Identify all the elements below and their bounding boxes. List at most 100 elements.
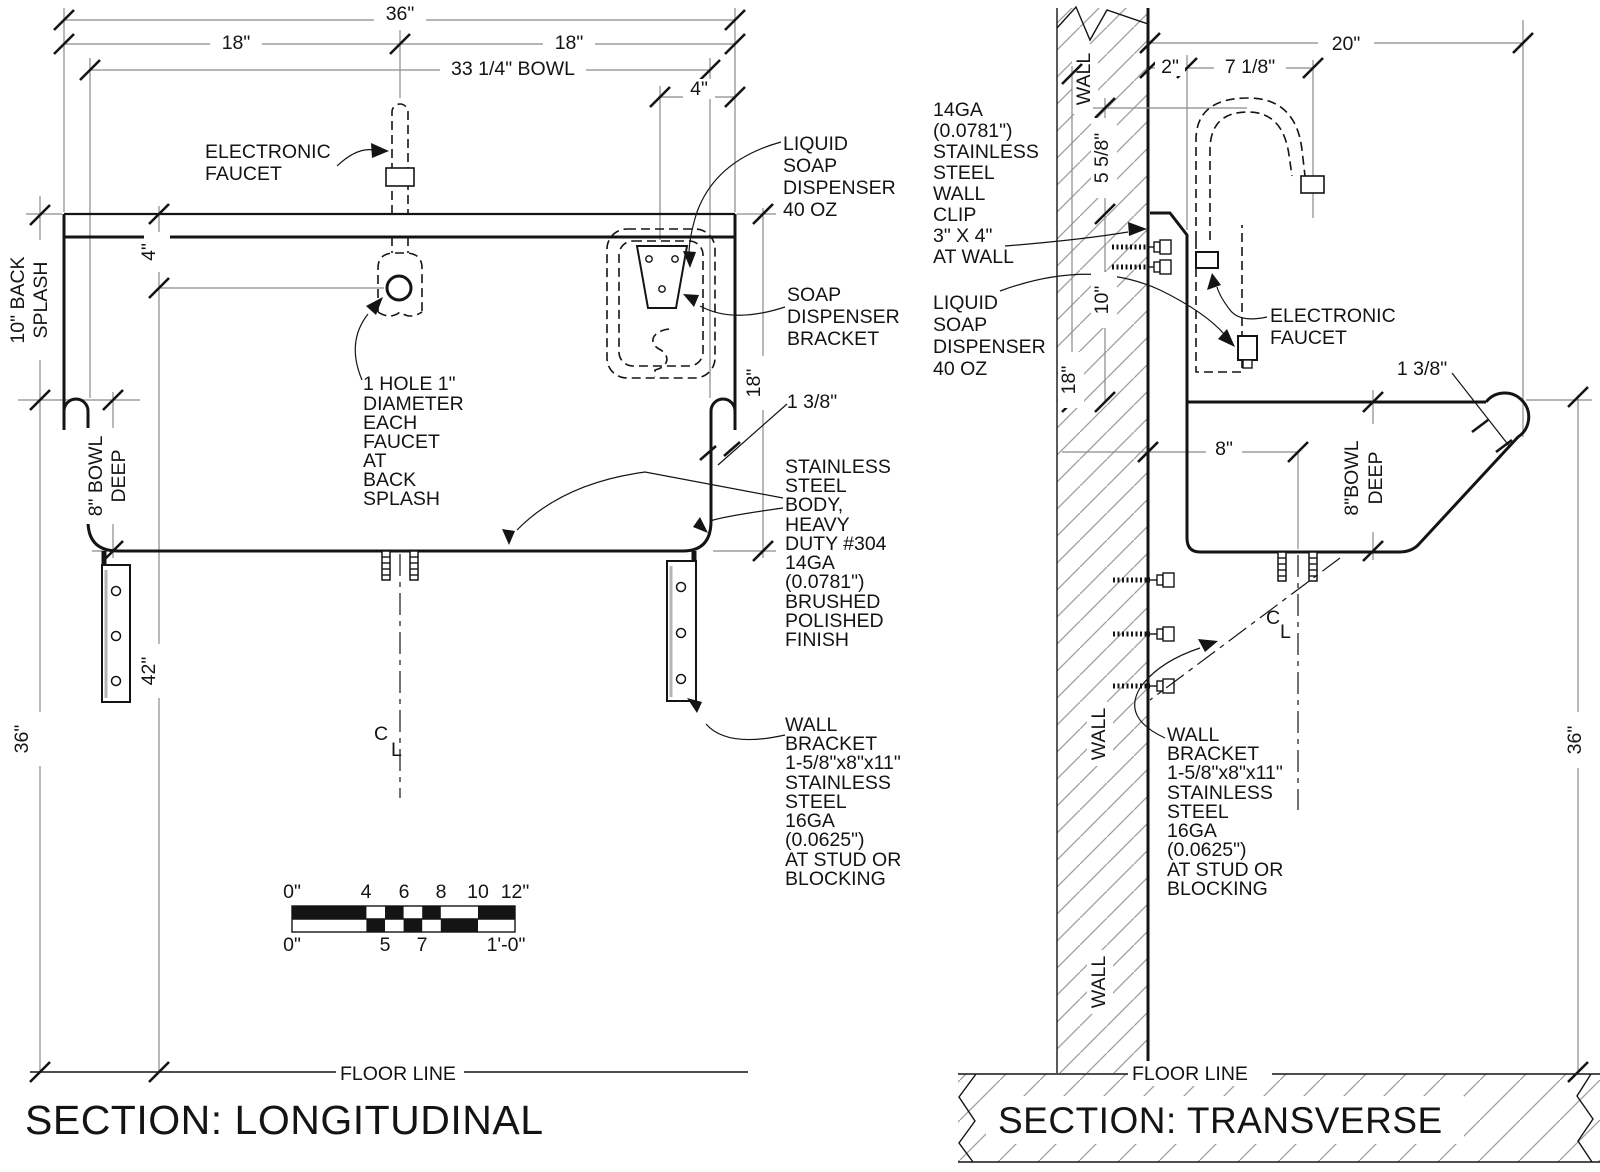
- dim-left-18: 18": [222, 32, 251, 54]
- scale-tick-6: 6: [399, 881, 410, 903]
- label-wall-bracket-6: 16GA: [785, 810, 835, 832]
- transverse-section: WALL WALL WALL: [933, 5, 1600, 1163]
- faucet-riser-dashed: [391, 103, 409, 214]
- slab-break-left: [958, 1073, 977, 1163]
- centerline-symbol-c: C: [374, 723, 388, 745]
- dim-splash-2: 2": [1161, 56, 1179, 78]
- label-faucet-hole-2: DIAMETER: [363, 393, 464, 415]
- label-soap-dispenser-transverse-2: SOAP: [933, 314, 987, 336]
- label-wall-clip-6: CLIP: [933, 204, 976, 226]
- label-electronic-faucet: ELECTRONIC: [205, 141, 331, 163]
- label-wall-bracket-4: STAINLESS: [785, 772, 891, 794]
- dim-body-height-18: 18": [743, 369, 765, 398]
- label-steel-body-9: POLISHED: [785, 610, 884, 632]
- label-wall-bracket-7: (0.0625"): [785, 829, 865, 851]
- dim-backsplash-line2: SPLASH: [30, 262, 52, 339]
- label-wall-bracket-transverse-8: AT STUD OR: [1167, 859, 1283, 881]
- label-wall-bracket-3: 1-5/8"x8"x11": [785, 752, 901, 774]
- label-wall-clip-7: 3" X 4": [933, 225, 992, 247]
- wall-break-symbol: [1056, 5, 1149, 42]
- faucet-collar: [385, 167, 415, 187]
- screw-top-1: [1112, 239, 1172, 255]
- label-steel-body-5: DUTY #304: [785, 533, 887, 555]
- longitudinal-floor: FLOOR LINE SECTION: LONGITUDINAL: [25, 1063, 748, 1143]
- floor-line-label-longitudinal: FLOOR LINE: [340, 1063, 456, 1085]
- centerline-symbol-l: L: [391, 739, 402, 761]
- sensor-body: [1237, 335, 1258, 361]
- label-wall-bracket-transverse-5: STEEL: [1167, 801, 1229, 823]
- label-faucet-hole-5: AT: [363, 450, 387, 472]
- transverse-dimension-lines: [1062, 20, 1592, 1072]
- wall-label-middle: WALL: [1088, 708, 1110, 761]
- transverse-electronic-faucet: [1195, 97, 1325, 373]
- label-faucet-hole-6: BACK: [363, 469, 416, 491]
- label-soap-dispenser-transverse: LIQUID: [933, 292, 998, 314]
- label-faucet-hole-4: FAUCET: [363, 431, 440, 453]
- label-wall-clip: 14GA: [933, 99, 983, 121]
- label-steel-body-2: STEEL: [785, 475, 847, 497]
- label-wall-bracket-transverse-7: (0.0625"): [1167, 839, 1247, 861]
- faucet-mount-block: [1195, 251, 1219, 269]
- dim-drain-8: 8": [1215, 438, 1233, 460]
- label-electronic-faucet-transverse: ELECTRONIC: [1270, 305, 1396, 327]
- label-wall-bracket-2: BRACKET: [785, 733, 877, 755]
- label-wall-bracket-9: BLOCKING: [785, 868, 886, 890]
- dim-faucet-drop-4: 4": [138, 243, 160, 261]
- label-soap-dispenser-3: DISPENSER: [783, 177, 896, 199]
- slab-break-right: [1576, 1073, 1594, 1163]
- label-wall-clip-8: AT WALL: [933, 246, 1014, 268]
- longitudinal-electronic-faucet: [377, 103, 423, 317]
- gooseneck-inner-dashed: [1209, 111, 1293, 240]
- dim-overall-36: 36": [386, 3, 415, 25]
- scale-tick-4: 4: [361, 881, 372, 903]
- dim-rim-height-36-transverse: 36": [1564, 726, 1586, 755]
- dim-bowl-deep-t2: DEEP: [1365, 451, 1387, 504]
- label-wall-clip-3: STAINLESS: [933, 141, 1039, 163]
- label-wall-bracket-transverse-6: 16GA: [1167, 820, 1217, 842]
- scale-tick-b5: 5: [380, 934, 391, 956]
- dim-bowl-width: 33 1/4" BOWL: [451, 58, 575, 80]
- transverse-sink-body: [1150, 211, 1531, 554]
- dim-reach-7-1-8: 7 1/8": [1225, 56, 1275, 78]
- dim-bowl-deep-line2: DEEP: [108, 449, 130, 502]
- transverse-labels: 14GA (0.0781") STAINLESS STEEL WALL CLIP…: [933, 99, 1396, 900]
- faucet-valve-body-dashed: [377, 252, 423, 312]
- longitudinal-section: C L: [6, 2, 901, 1143]
- wall-label-bottom: WALL: [1088, 956, 1110, 1009]
- dim-rim-roll-transverse: 1 3/8": [1397, 358, 1447, 380]
- scale-tick-12: 12": [501, 881, 530, 903]
- faucet-hole-circle: [385, 274, 413, 302]
- dim-spout-height: 5 5/8": [1091, 133, 1113, 183]
- label-wall-bracket-transverse-3: 1-5/8"x8"x11": [1167, 762, 1283, 784]
- scale-bar: 0" 4 6 8 10 12" 0" 5 7 1'-0": [283, 881, 529, 956]
- label-electronic-faucet-2: FAUCET: [205, 163, 282, 185]
- dim-front-18: 18": [1058, 366, 1080, 395]
- label-dispenser-bracket: SOAP: [787, 284, 841, 306]
- floor-line-label-transverse: FLOOR LINE: [1132, 1063, 1248, 1085]
- label-steel-body-8: BRUSHED: [785, 591, 880, 613]
- transverse-floor: FLOOR LINE SECTION: TRANSVERSE: [958, 1061, 1600, 1163]
- rim-roll-leader: [717, 403, 788, 466]
- label-faucet-hole: 1 HOLE 1": [363, 373, 456, 395]
- longitudinal-labels: ELECTRONIC FAUCET LIQUID SOAP DISPENSER …: [205, 133, 901, 890]
- dispenser-bracket-plate: [635, 245, 689, 309]
- longitudinal-title: SECTION: LONGITUDINAL: [25, 1097, 544, 1143]
- label-soap-dispenser-4: 40 OZ: [783, 199, 837, 221]
- scale-tick-10: 10: [467, 881, 489, 903]
- longitudinal-soap-dispenser: [606, 228, 716, 379]
- transverse-leaders: [999, 222, 1513, 739]
- label-dispenser-bracket-3: BRACKET: [787, 328, 879, 350]
- label-steel-body-3: BODY,: [785, 494, 843, 516]
- dispenser-bottle-inner-dashed: [618, 240, 704, 367]
- dim-overall-20: 20": [1332, 33, 1361, 55]
- longitudinal-wall-brackets: [101, 560, 697, 703]
- dim-right-18: 18": [555, 32, 584, 54]
- transverse-drain: C L: [1149, 551, 1341, 810]
- longitudinal-dimension-ticks: [29, 9, 774, 1083]
- rim-roll-leader-transverse: [1451, 372, 1511, 448]
- label-wall-clip-5: WALL: [933, 183, 986, 205]
- label-soap-dispenser-transverse-4: 40 OZ: [933, 358, 987, 380]
- dim-rim-roll: 1 3/8": [787, 391, 837, 413]
- label-wall-bracket-transverse: WALL: [1167, 724, 1220, 746]
